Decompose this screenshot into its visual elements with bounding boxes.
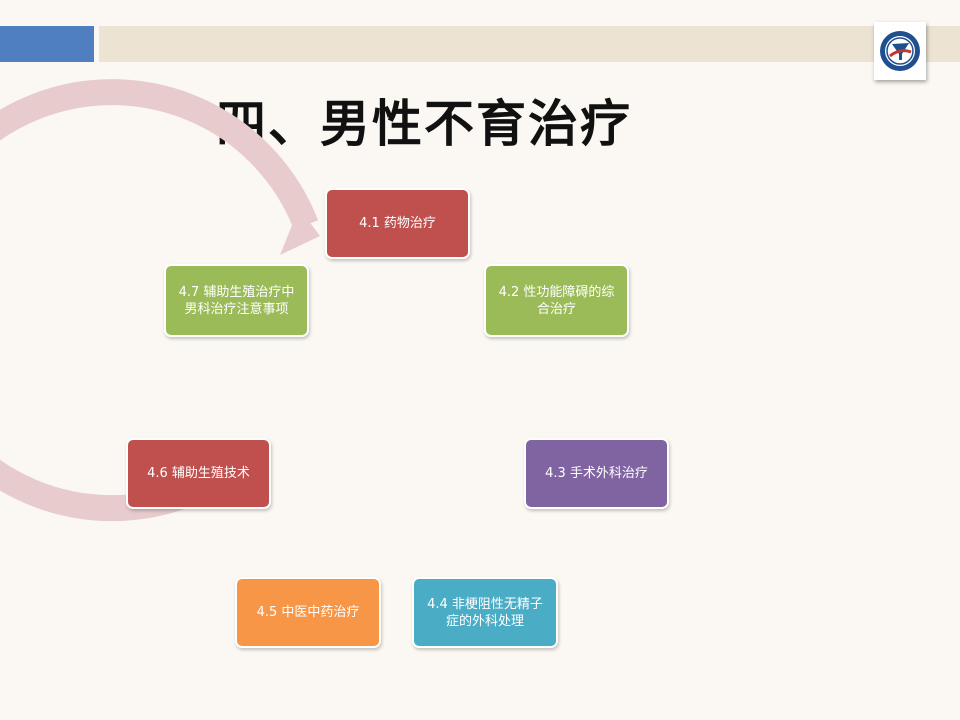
header-accent-bar xyxy=(0,26,94,62)
header-band xyxy=(99,26,960,62)
cycle-node-4: 4.4 非梗阻性无精子症的外科处理 xyxy=(412,577,558,648)
cycle-node-2: 4.2 性功能障碍的综合治疗 xyxy=(484,264,629,337)
logo xyxy=(874,22,926,80)
school-emblem-icon xyxy=(880,31,920,71)
cycle-node-3: 4.3 手术外科治疗 xyxy=(524,438,669,509)
cycle-node-7: 4.7 辅助生殖治疗中男科治疗注意事项 xyxy=(164,264,309,337)
cycle-arrow xyxy=(0,79,319,522)
page-title: 四、男性不育治疗 xyxy=(216,94,632,153)
cycle-node-1: 4.1 药物治疗 xyxy=(325,188,470,259)
cycle-arrowhead xyxy=(280,208,320,255)
cycle-node-5: 4.5 中医中药治疗 xyxy=(235,577,381,648)
cycle-node-6: 4.6 辅助生殖技术 xyxy=(126,438,271,509)
